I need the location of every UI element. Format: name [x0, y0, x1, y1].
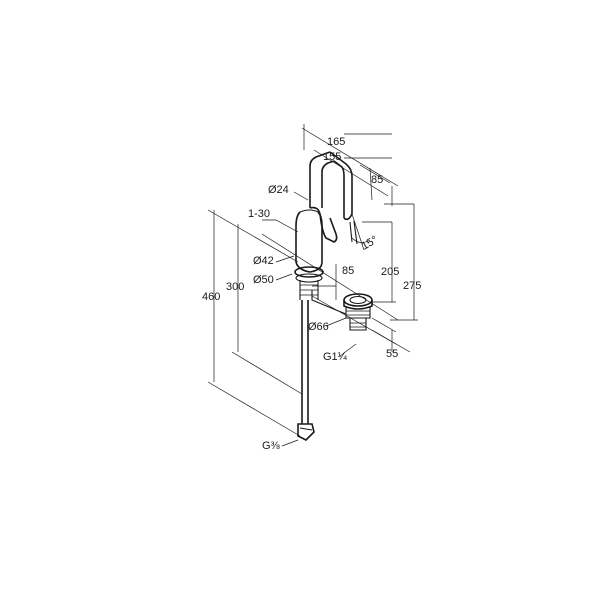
dim-205: 205 [381, 266, 399, 278]
dim-155: 155 [323, 151, 341, 163]
dim-g1-quarter: G1¼ [323, 351, 348, 363]
dim-85-mid: 85 [342, 265, 354, 277]
faucet-outline [294, 151, 358, 441]
dim-diam-50: Ø50 [253, 274, 274, 286]
dim-g3-8: G⅜ [262, 440, 281, 452]
dim-55: 55 [386, 348, 398, 360]
dim-275: 275 [403, 280, 421, 292]
popup-waste-outline [335, 293, 373, 331]
dim-diam-42: Ø42 [253, 255, 274, 267]
dim-300: 300 [226, 281, 244, 293]
dim-diam-24: Ø24 [268, 184, 289, 196]
dimension-lines [207, 124, 418, 447]
dim-460: 460 [202, 291, 220, 303]
dim-165: 165 [327, 136, 345, 148]
dim-angle-15: 15° [360, 234, 380, 253]
dim-85-top: 85 [371, 174, 383, 186]
dimension-labels: 165 155 85 Ø24 1-30 15° Ø42 205 85 Ø50 3… [202, 136, 421, 452]
dim-range-1-30: 1-30 [248, 208, 270, 220]
dim-diam-66: Ø66 [308, 321, 329, 333]
